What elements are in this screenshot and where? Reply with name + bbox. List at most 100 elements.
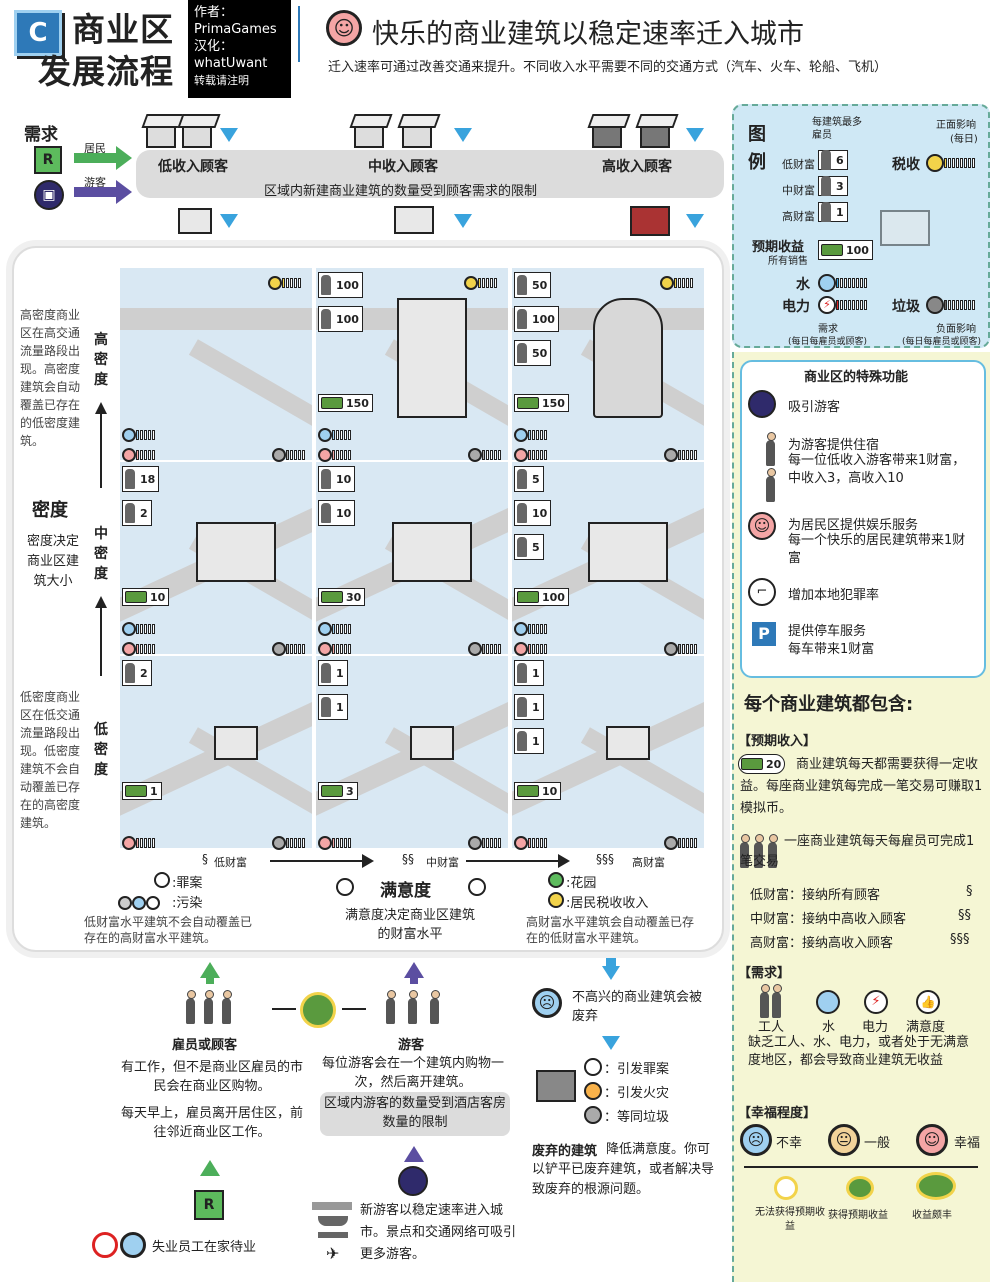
income-icon bbox=[846, 1176, 874, 1200]
garbage-meter bbox=[272, 832, 306, 852]
worker-icon bbox=[321, 503, 331, 523]
expected-income-hdr: 【预期收入】 bbox=[738, 734, 817, 749]
employee-icon bbox=[186, 990, 196, 1024]
translator-name: whatUwant bbox=[194, 56, 268, 71]
income-value: 150 bbox=[542, 396, 565, 410]
worker-count: 10 bbox=[336, 472, 352, 486]
power-bolt-icon: ⚡ bbox=[864, 990, 888, 1014]
power-meter bbox=[514, 444, 548, 464]
power-meter bbox=[122, 638, 156, 658]
grid-tile-mid-2 bbox=[316, 462, 508, 654]
crime-icon bbox=[154, 872, 170, 888]
income-card: 30 bbox=[318, 588, 366, 606]
legend-mid-wealth: 中财富 bbox=[782, 184, 815, 197]
legend-demand-note: (每日每雇员或顾客) bbox=[788, 337, 868, 347]
power-meter bbox=[514, 832, 548, 852]
grid-tile-mid-3 bbox=[512, 462, 704, 654]
resident-arrow-head bbox=[116, 146, 132, 170]
high-income-house-icon bbox=[640, 124, 670, 148]
income-value: 100 bbox=[542, 590, 565, 604]
worker-count: 10 bbox=[532, 506, 548, 520]
legend-income-val: 100 bbox=[846, 243, 869, 257]
d-sat: 满意度 bbox=[906, 1020, 946, 1035]
income-card: 150 bbox=[514, 394, 569, 412]
worker-icon bbox=[517, 275, 527, 295]
worker-count: 100 bbox=[336, 312, 359, 326]
money-icon bbox=[125, 785, 147, 797]
power-meter bbox=[122, 444, 156, 464]
worker-icon bbox=[517, 537, 527, 557]
wealth-low-sym: § bbox=[202, 852, 208, 866]
wealth-high-label: 高财富 bbox=[632, 856, 665, 869]
high-density-desc: 高密度商业区在高交通流量路段出现。高密度建筑会自动覆盖已存在的低密度建筑。 bbox=[20, 308, 81, 448]
grid-tile-low-3 bbox=[512, 656, 704, 848]
water-meter bbox=[122, 424, 156, 444]
worker-count-card: 1 bbox=[318, 694, 348, 720]
worker-icon bbox=[517, 309, 527, 329]
worker-count: 18 bbox=[140, 472, 156, 486]
mid-income-label: 中收入顾客 bbox=[368, 159, 438, 175]
unhappy-face-icon: ☹ bbox=[740, 1124, 772, 1156]
income-value: 10 bbox=[542, 784, 558, 798]
worker-count-card: 2 bbox=[122, 660, 152, 686]
worker-count-card: 10 bbox=[318, 500, 356, 526]
low-income-house-icon bbox=[146, 124, 176, 148]
special-panel bbox=[740, 360, 986, 678]
worker-icon bbox=[321, 469, 331, 489]
sat-crime: :罪案 bbox=[172, 876, 203, 891]
each-low-sym: § bbox=[966, 884, 973, 899]
commercial-building-icon bbox=[214, 726, 258, 760]
down-arrow-icon bbox=[686, 214, 704, 228]
legend-neg-effect: 负面影响 bbox=[936, 324, 976, 335]
worker-count: 100 bbox=[532, 312, 555, 326]
parking-icon: P bbox=[752, 622, 776, 646]
worker-icon bbox=[517, 503, 527, 523]
worker-count-card: 10 bbox=[514, 500, 552, 526]
high-income-label: 高收入顾客 bbox=[602, 159, 672, 175]
legend-low-wealth: 低财富 bbox=[782, 158, 815, 171]
employees-desc: 有工作，但不是商业区雇员的市民会在商业区购物。 bbox=[120, 1060, 303, 1094]
legend-title-1: 图 bbox=[748, 124, 766, 145]
money-icon bbox=[741, 758, 763, 770]
legend-low-card: 6 bbox=[818, 150, 848, 170]
low-income-house-icon bbox=[182, 124, 212, 148]
special-crime: 增加本地犯罪率 bbox=[788, 588, 880, 603]
legend-per-day: (每日) bbox=[950, 134, 978, 145]
power-meter bbox=[514, 638, 548, 658]
legend-neg-note: (每日每雇员或顾客) bbox=[902, 337, 982, 347]
legend-tax-icon bbox=[926, 152, 976, 172]
sat-title: 满意度 bbox=[380, 881, 431, 901]
crime-gun-icon: ⌐ bbox=[748, 578, 776, 606]
resident-arrow bbox=[74, 153, 118, 163]
employees-desc2: 每天早上，雇员离开居住区，前往邻近商业区工作。 bbox=[120, 1106, 303, 1140]
special-lodging-desc: 每一位低收入游客带来1财富，中收入3，高收入10 bbox=[788, 453, 966, 486]
commercial-building-icon bbox=[593, 298, 663, 418]
residential-zone-icon: R bbox=[194, 1190, 224, 1220]
commercial-building-icon bbox=[588, 522, 668, 582]
grid-tile-mid-1 bbox=[120, 462, 312, 654]
money-icon bbox=[321, 397, 343, 409]
worker-count: 5 bbox=[532, 472, 540, 486]
mid-commercial-icon bbox=[394, 206, 434, 234]
tourist-person-icon bbox=[408, 990, 418, 1024]
author-label: 作者： bbox=[194, 5, 234, 20]
worker-person-icon bbox=[772, 984, 782, 1018]
ab-garbage: ：等同垃圾 bbox=[604, 1110, 670, 1125]
up-arrow-purple-stem bbox=[410, 976, 418, 984]
thumb-up-icon bbox=[468, 878, 486, 896]
money-icon bbox=[517, 397, 539, 409]
up-arrow-purple bbox=[404, 1146, 424, 1162]
legend-max-workers: 每建筑最多雇员 bbox=[812, 117, 862, 141]
each-high-sym: §§§ bbox=[950, 932, 970, 947]
sat-pollution: :污染 bbox=[172, 896, 203, 911]
worker-icon bbox=[321, 663, 331, 683]
worker-count: 1 bbox=[336, 700, 344, 714]
each-title: 每个商业建筑都包含: bbox=[744, 694, 914, 715]
high-commercial-icon bbox=[630, 206, 670, 236]
legend-garbage-icon bbox=[926, 294, 976, 314]
worker-count: 5 bbox=[532, 540, 540, 554]
grid-tile-low-2 bbox=[316, 656, 508, 848]
tourist-person-icon bbox=[430, 990, 440, 1024]
unemployed-text: 失业员工在家待业 bbox=[152, 1240, 257, 1255]
worker-icon bbox=[321, 275, 331, 295]
